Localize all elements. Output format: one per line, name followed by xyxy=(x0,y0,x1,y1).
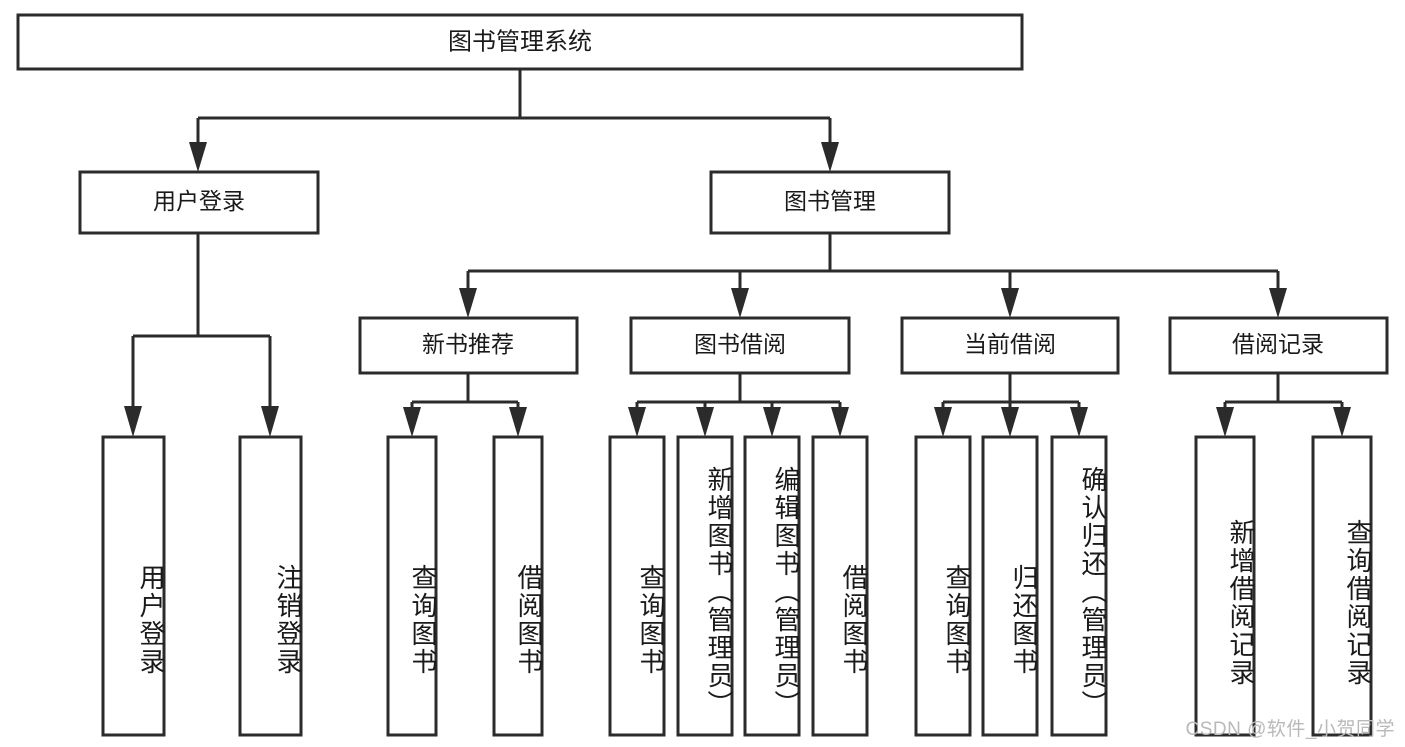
leaf-query-book-3-box[interactable] xyxy=(914,435,972,737)
leaf-edit-book-box[interactable] xyxy=(743,435,801,737)
node-book-management-label: 图书管理 xyxy=(784,188,876,214)
node-book-borrow-label: 图书借阅 xyxy=(694,331,786,357)
node-root-label: 图书管理系统 xyxy=(448,28,592,55)
leaf-confirm-return-box[interactable] xyxy=(1050,435,1108,737)
arrow-head-leaf-logout xyxy=(261,406,279,437)
leaf-query-book-2-box[interactable] xyxy=(608,435,666,737)
arrow-head-leaf-borrow-book-1 xyxy=(509,407,527,437)
node-current-borrow-box[interactable] xyxy=(900,316,1120,375)
leaf-add-book-box[interactable] xyxy=(676,435,734,737)
node-user-login[interactable]: 用户登录 xyxy=(78,170,320,235)
leaf-logout-box[interactable] xyxy=(238,435,303,737)
arrow-head-leaf-add-book xyxy=(696,407,714,437)
node-root-box[interactable] xyxy=(16,13,1024,71)
node-borrow-record[interactable]: 借阅记录 xyxy=(1168,316,1389,375)
node-book-management-box[interactable] xyxy=(709,170,951,235)
arrow-head-borrow-record xyxy=(1269,288,1287,318)
arrow-head-book-management xyxy=(821,142,839,172)
node-user-login-label: 用户登录 xyxy=(153,188,245,214)
node-book-borrow[interactable]: 图书借阅 xyxy=(629,316,851,375)
node-current-borrow-label: 当前借阅 xyxy=(964,331,1056,357)
node-book-borrow-box[interactable] xyxy=(629,316,851,375)
arrow-head-leaf-query-book-1 xyxy=(403,407,421,437)
arrow-head-book-borrow xyxy=(731,288,749,318)
leaf-return-book-box[interactable] xyxy=(981,435,1039,737)
arrow-head-new-book-recommend xyxy=(459,288,477,318)
leaf-borrow-book-2-box[interactable] xyxy=(811,435,869,737)
arrow-head-leaf-confirm-return xyxy=(1070,407,1088,437)
node-new-book-recommend-box[interactable] xyxy=(358,316,579,375)
leaf-query-record-box[interactable] xyxy=(1311,435,1373,737)
leaf-user-login-box[interactable] xyxy=(101,435,166,737)
connector-layer xyxy=(124,69,1351,437)
node-book-management[interactable]: 图书管理 xyxy=(709,170,951,235)
node-root[interactable]: 图书管理系统 xyxy=(16,13,1024,71)
arrow-head-leaf-query-record xyxy=(1333,407,1351,437)
leaf-borrow-book-1-box[interactable] xyxy=(492,435,544,737)
node-borrow-record-box[interactable] xyxy=(1168,316,1389,375)
node-new-book-recommend-label: 新书推荐 xyxy=(422,331,514,357)
arrow-head-leaf-borrow-book-2 xyxy=(831,407,849,437)
arrow-head-leaf-query-book-2 xyxy=(628,407,646,437)
node-new-book-recommend[interactable]: 新书推荐 xyxy=(358,316,579,375)
node-user-login-box[interactable] xyxy=(78,170,320,235)
arrow-head-leaf-return-book xyxy=(1001,407,1019,437)
arrow-head-current-borrow xyxy=(1001,288,1019,318)
arrow-head-leaf-user-login xyxy=(124,406,142,437)
arrow-head-leaf-edit-book xyxy=(763,407,781,437)
csdn-watermark: CSDN @软件_小贺同学 xyxy=(1185,719,1395,740)
arrow-head-user-login xyxy=(189,142,207,172)
arrow-head-leaf-add-record xyxy=(1216,407,1234,437)
leaf-layer xyxy=(101,435,1373,737)
leaf-query-book-1-box[interactable] xyxy=(386,435,438,737)
node-current-borrow[interactable]: 当前借阅 xyxy=(900,316,1120,375)
leaf-add-record-box[interactable] xyxy=(1194,435,1256,737)
node-borrow-record-label: 借阅记录 xyxy=(1232,331,1324,357)
arrow-head-leaf-query-book-3 xyxy=(934,407,952,437)
